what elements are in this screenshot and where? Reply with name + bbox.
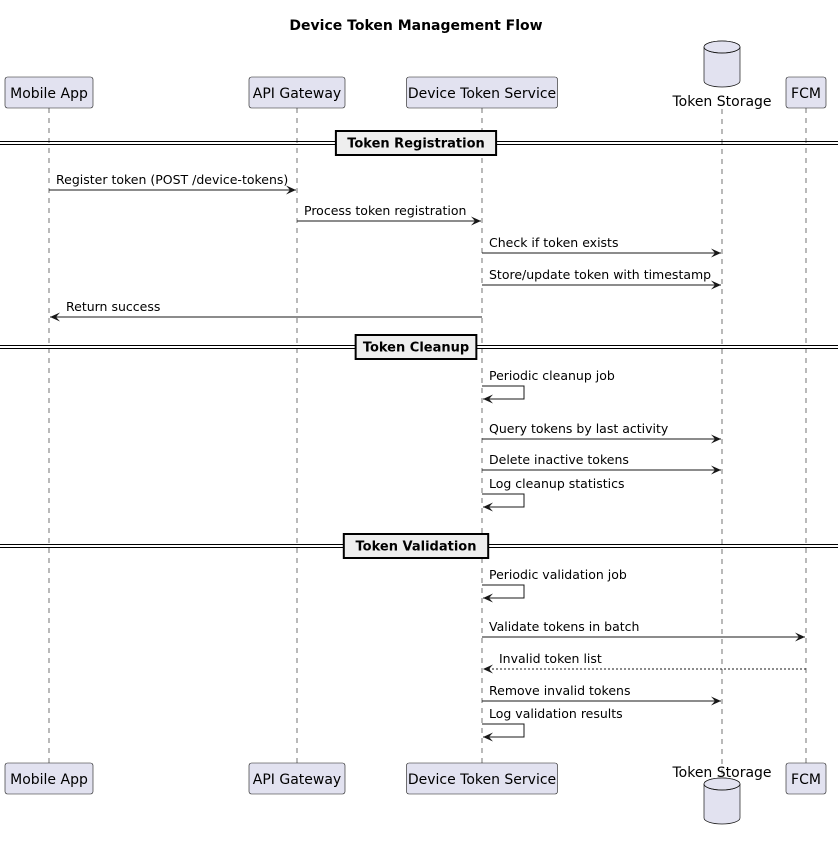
diagram-title: Device Token Management Flow (289, 18, 542, 34)
participant-fcm-top: FCM (785, 76, 827, 109)
arrowhead (483, 664, 493, 674)
message-label: Invalid token list (499, 651, 602, 666)
message-process-token-registration: Process token registration (297, 203, 481, 226)
message-label: Log cleanup statistics (489, 476, 624, 491)
participant-label: FCM (791, 772, 821, 788)
arrowhead (483, 502, 493, 512)
message-check-if-token-exists: Check if token exists (482, 235, 721, 258)
message-label: Delete inactive tokens (489, 452, 629, 467)
participant-box (785, 76, 827, 109)
arrowhead (483, 394, 493, 404)
self-message-line (482, 493, 525, 508)
participant-label: Mobile App (10, 772, 88, 788)
message-remove-invalid-tokens: Remove invalid tokens (482, 683, 721, 706)
arrowhead (795, 632, 805, 642)
arrowhead (711, 465, 721, 475)
participant-label: FCM (791, 86, 821, 102)
participant-label: API Gateway (253, 86, 341, 102)
participant-box (785, 762, 827, 795)
message-log-validation-results: Log validation results (482, 706, 623, 742)
message-register-token-post-device-tokens: Register token (POST /device-tokens) (49, 172, 296, 195)
participant-label: Token Storage (671, 94, 771, 110)
participant-box (406, 762, 558, 795)
section-label-box (342, 533, 490, 559)
arrowhead (50, 312, 60, 322)
participant-device-token-service-bottom: Device Token Service (406, 762, 558, 795)
message-periodic-cleanup-job: Periodic cleanup job (482, 368, 615, 404)
participant-token-storage-bottom: Token Storage (671, 765, 772, 825)
section-divider-token-cleanup: Token Cleanup (0, 334, 838, 360)
section-label: Token Validation (356, 540, 477, 555)
arrowhead (471, 216, 481, 226)
participant-label: Mobile App (10, 86, 88, 102)
participant-box (248, 762, 346, 795)
participant-box (4, 76, 94, 109)
message-label: Query tokens by last activity (489, 421, 669, 436)
participant-box (406, 76, 558, 109)
arrowhead (711, 248, 721, 258)
message-validate-tokens-in-batch: Validate tokens in batch (482, 619, 805, 642)
message-label: Periodic validation job (489, 567, 627, 582)
section-label-box (354, 334, 478, 360)
message-store-update-token-with-timestamp: Store/update token with timestamp (482, 267, 721, 290)
participant-api-gateway-bottom: API Gateway (248, 762, 346, 795)
participant-label: Token Storage (671, 765, 771, 781)
message-log-cleanup-statistics: Log cleanup statistics (482, 476, 624, 512)
participant-device-token-service-top: Device Token Service (406, 76, 558, 109)
message-invalid-token-list: Invalid token list (483, 651, 806, 674)
participant-label: API Gateway (253, 772, 341, 788)
message-label: Validate tokens in batch (489, 619, 639, 634)
section-label: Token Cleanup (363, 341, 469, 356)
arrowhead (711, 696, 721, 706)
messages: Register token (POST /device-tokens) Proc… (49, 172, 806, 742)
participants-top: Mobile App API Gateway Device Token Servic… (4, 40, 827, 110)
arrowhead (711, 434, 721, 444)
self-message-line (482, 385, 525, 400)
participant-box (248, 76, 346, 109)
message-label: Return success (66, 299, 160, 314)
arrowhead (483, 732, 493, 742)
message-label: Check if token exists (489, 235, 618, 250)
participant-api-gateway-top: API Gateway (248, 76, 346, 109)
section-divider-token-registration: Token Registration (0, 130, 838, 156)
message-label: Register token (POST /device-tokens) (56, 172, 288, 187)
arrowhead (711, 280, 721, 290)
message-delete-inactive-tokens: Delete inactive tokens (482, 452, 721, 475)
message-label: Periodic cleanup job (489, 368, 615, 383)
section-label: Token Registration (347, 137, 485, 152)
participant-mobile-app-top: Mobile App (4, 76, 94, 109)
self-message-line (482, 723, 525, 738)
participant-label: Device Token Service (408, 772, 556, 788)
arrowhead (483, 593, 493, 603)
message-periodic-validation-job: Periodic validation job (482, 567, 627, 603)
self-message-line (482, 584, 525, 599)
participants-bottom: Mobile App API Gateway Device Token Servic… (4, 762, 827, 825)
section-divider-token-validation: Token Validation (0, 533, 838, 559)
participant-box (4, 762, 94, 795)
message-label: Store/update token with timestamp (489, 267, 711, 282)
participant-label: Device Token Service (408, 86, 556, 102)
participant-token-storage-top: Token Storage (671, 40, 772, 110)
message-return-success: Return success (50, 299, 482, 322)
participant-fcm-bottom: FCM (785, 762, 827, 795)
message-query-tokens-by-last-activity: Query tokens by last activity (482, 421, 721, 444)
message-label: Remove invalid tokens (489, 683, 630, 698)
section-label-box (334, 130, 498, 156)
lifelines (48, 108, 807, 782)
message-label: Log validation results (489, 706, 623, 721)
message-label: Process token registration (304, 203, 466, 218)
arrowhead (286, 185, 296, 195)
participant-mobile-app-bottom: Mobile App (4, 762, 94, 795)
